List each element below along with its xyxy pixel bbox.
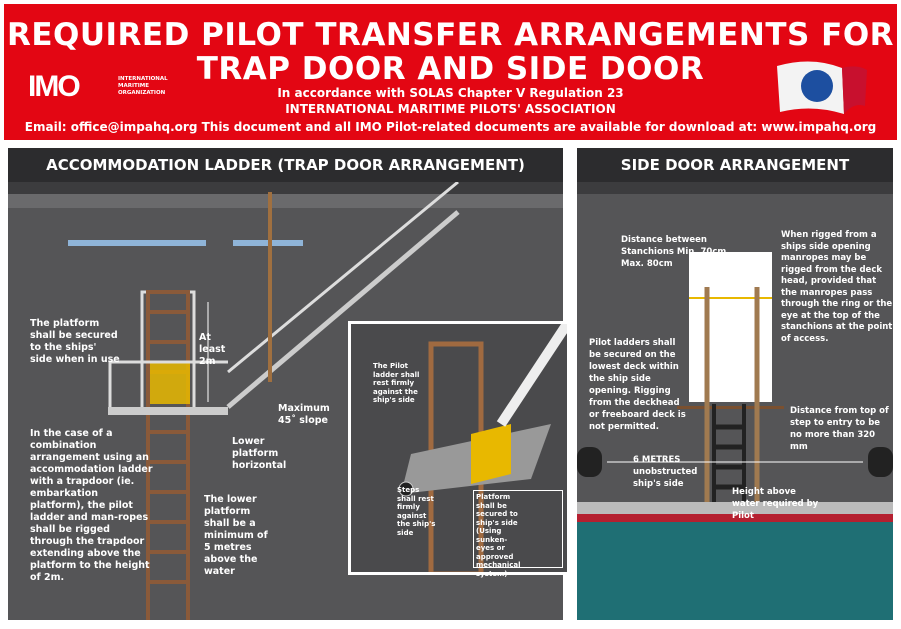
manropes-note: When rigged from a ships side opening ma… <box>781 230 893 344</box>
left-panel: ACCOMMODATION LADDER (TRAP DOOR ARRANGEM… <box>8 148 570 620</box>
imo-name-line: INTERNATIONAL <box>118 76 168 82</box>
lower-platform-note: Lower platform horizontal <box>232 436 287 471</box>
title-line-1: REQUIRED PILOT TRANSFER ARRANGEMENTS FOR <box>6 17 895 53</box>
subtitle-impa: INTERNATIONAL MARITIME PILOTS' ASSOCIATI… <box>285 102 616 116</box>
impa-flag-logo <box>777 61 867 114</box>
side-door-illustration <box>577 182 893 620</box>
step-distance-note: Distance from top of step to entry to be… <box>790 406 889 452</box>
title-line-2: TRAP DOOR AND SIDE DOOR <box>196 51 705 87</box>
imo-name: INTERNATIONAL MARITIME ORGANIZATION <box>118 76 168 97</box>
max-slope-note: Maximum 45˚ slope <box>278 403 330 426</box>
at-least-2m-note: At least 2m <box>199 332 226 367</box>
height-above-water-note: Height above water required by Pilot <box>732 487 819 521</box>
subtitle-solas: In accordance with SOLAS Chapter V Regul… <box>277 86 624 100</box>
trap-door-illustration <box>8 182 563 620</box>
unobstructed-note: unobstructed ship's side <box>633 467 698 489</box>
six-metres-label: 6 METRES <box>633 455 681 465</box>
right-panel: SIDE DOOR ARRANGEMENT Distance between S… <box>577 148 893 620</box>
inset-platform-illustration <box>398 324 567 572</box>
left-panel-title: ACCOMMODATION LADDER (TRAP DOOR ARRANGEM… <box>8 148 563 182</box>
header-banner: REQUIRED PILOT TRANSFER ARRANGEMENTS FOR… <box>4 4 897 140</box>
inset-platform-secured-box: Platform shall be secured to ship's side… <box>473 490 563 578</box>
right-panel-title: SIDE DOOR ARRANGEMENT <box>577 148 893 182</box>
inset-detail: The Pilot ladder shall rest firmly again… <box>348 321 570 578</box>
imo-name-line: MARITIME <box>118 83 150 89</box>
imo-logo: IMO <box>28 70 81 103</box>
contact-line: Email: office@impahq.org This document a… <box>24 120 877 134</box>
inset-steps-rest-note: Steps shall rest firmly against the ship… <box>397 486 436 537</box>
platform-secured-note: The platform shall be secured to the shi… <box>30 318 120 365</box>
ladder-secured-note: Pilot ladders shall be secured on the lo… <box>589 338 686 432</box>
stanchions-note: Distance between Stanchions Min. 70cm Ma… <box>621 235 727 269</box>
lower-platform-min-note: The lower platform shall be a minimum of… <box>204 494 268 577</box>
inset-platform-secured-note: Platform shall be secured to ship's side… <box>476 493 521 578</box>
imo-name-line: ORGANIZATION <box>118 90 166 96</box>
inset-ladder-rest-note: The Pilot ladder shall rest firmly again… <box>373 362 420 404</box>
combination-note: In the case of a combination arrangement… <box>30 428 153 583</box>
